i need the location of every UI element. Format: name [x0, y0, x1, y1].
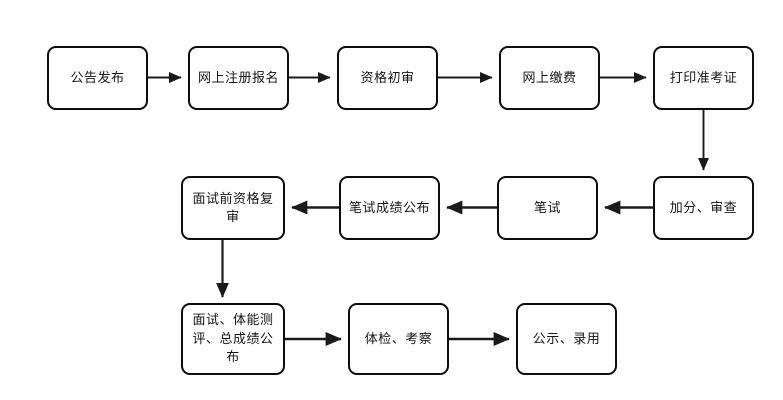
- node-gonggaofabu[interactable]: 公告发布: [47, 46, 148, 110]
- node-label: 笔试: [533, 199, 561, 215]
- node-label: 加分、审查: [669, 199, 738, 215]
- node-label: 网上注册报名: [197, 69, 279, 85]
- node-zigechushen[interactable]: 资格初审: [337, 46, 438, 110]
- node-tijiankaocha[interactable]: 体检、考察: [348, 303, 449, 375]
- node-label: 打印准考证: [669, 69, 738, 85]
- node-bishi[interactable]: 笔试: [497, 176, 598, 240]
- node-label: 公示、录用: [532, 330, 601, 346]
- node-label: 面试前资格复审: [192, 190, 274, 224]
- node-wangshangjiaofei[interactable]: 网上缴费: [499, 46, 600, 110]
- node-label: 网上缴费: [522, 69, 577, 85]
- node-jiafenshencha[interactable]: 加分、审查: [653, 176, 754, 240]
- node-label: 体检、考察: [364, 330, 433, 346]
- node-label: 面试、体能测评、总成绩公布: [192, 312, 274, 365]
- node-wangshangzhucebaoming[interactable]: 网上注册报名: [188, 46, 289, 110]
- node-bishichengjigongbu[interactable]: 笔试成绩公布: [339, 176, 440, 240]
- node-mianshiqianzigefushen[interactable]: 面试前资格复审: [181, 176, 285, 240]
- node-label: 资格初审: [360, 69, 415, 85]
- node-gongshiluyong[interactable]: 公示、录用: [516, 303, 617, 375]
- node-label: 笔试成绩公布: [348, 199, 430, 215]
- node-label: 公告发布: [70, 69, 125, 85]
- node-dayinzhunkaozheng[interactable]: 打印准考证: [653, 46, 754, 110]
- node-mianshitinengcepingzongchengjigongbu[interactable]: 面试、体能测评、总成绩公布: [181, 303, 285, 375]
